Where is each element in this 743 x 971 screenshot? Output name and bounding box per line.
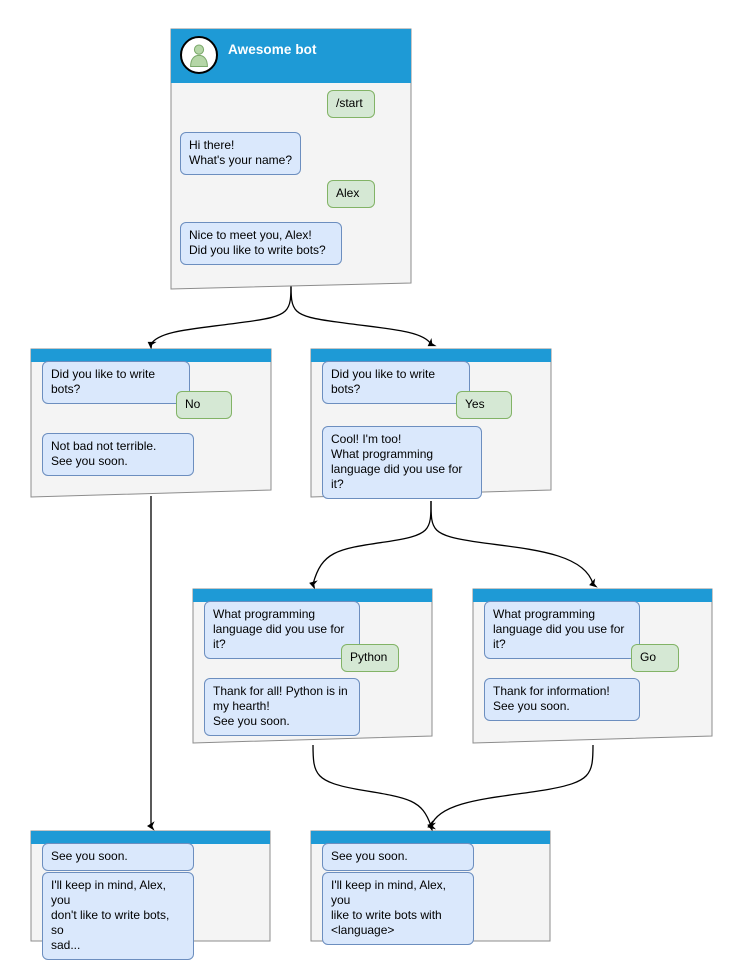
user-bubble: Yes xyxy=(456,391,512,419)
chat-card-python-branch[interactable]: What programming language did you use fo… xyxy=(192,588,433,744)
user-bubble: Alex xyxy=(327,180,375,208)
edge-yes-to-go xyxy=(430,500,598,588)
chat-card-end-sad[interactable]: See you soon. I'll keep in mind, Alex, y… xyxy=(30,830,271,960)
edge-yes-to-python xyxy=(309,500,432,590)
bot-bubble: Thank for all! Python is in my hearth! S… xyxy=(204,678,360,736)
bot-bubble: Cool! I'm too! What programming language… xyxy=(322,426,482,499)
edge-start-to-no xyxy=(147,281,292,350)
bot-bubble: See you soon. xyxy=(322,843,474,871)
chat-card-start[interactable]: Awesome bot /start Hi there! What's your… xyxy=(170,28,412,290)
bot-bubble: Did you like to write bots? xyxy=(42,361,190,404)
bot-bubble: What programming language did you use fo… xyxy=(204,601,360,659)
bot-bubble: What programming language did you use fo… xyxy=(484,601,640,659)
bot-bubble: See you soon. xyxy=(42,843,194,871)
person-avatar-icon xyxy=(180,36,218,74)
bot-bubble: Did you like to write bots? xyxy=(322,361,470,404)
chat-card-no-branch[interactable]: Did you like to write bots? No Not bad n… xyxy=(30,348,272,498)
edge-go-to-end-happy xyxy=(427,744,594,832)
edge-python-to-end-happy xyxy=(312,744,436,830)
user-bubble: Go xyxy=(631,644,679,672)
bot-bubble: Not bad not terrible. See you soon. xyxy=(42,433,194,476)
user-bubble: Python xyxy=(341,644,399,672)
edge-start-to-yes xyxy=(290,281,437,347)
bot-bubble: Nice to meet you, Alex! Did you like to … xyxy=(180,222,342,265)
chat-card-end-happy[interactable]: See you soon. I'll keep in mind, Alex, y… xyxy=(310,830,551,945)
chat-card-yes-branch[interactable]: Did you like to write bots? Yes Cool! I'… xyxy=(310,348,552,499)
bot-bubble: I'll keep in mind, Alex, you like to wri… xyxy=(322,872,474,945)
user-bubble: No xyxy=(176,391,232,419)
chat-card-go-branch[interactable]: What programming language did you use fo… xyxy=(472,588,713,744)
bot-bubble: Hi there! What's your name? xyxy=(180,132,301,175)
bot-bubble: I'll keep in mind, Alex, you don't like … xyxy=(42,872,194,960)
user-bubble: /start xyxy=(327,90,375,118)
card-title-start: Awesome bot xyxy=(228,42,317,57)
bot-bubble: Thank for information! See you soon. xyxy=(484,678,640,721)
